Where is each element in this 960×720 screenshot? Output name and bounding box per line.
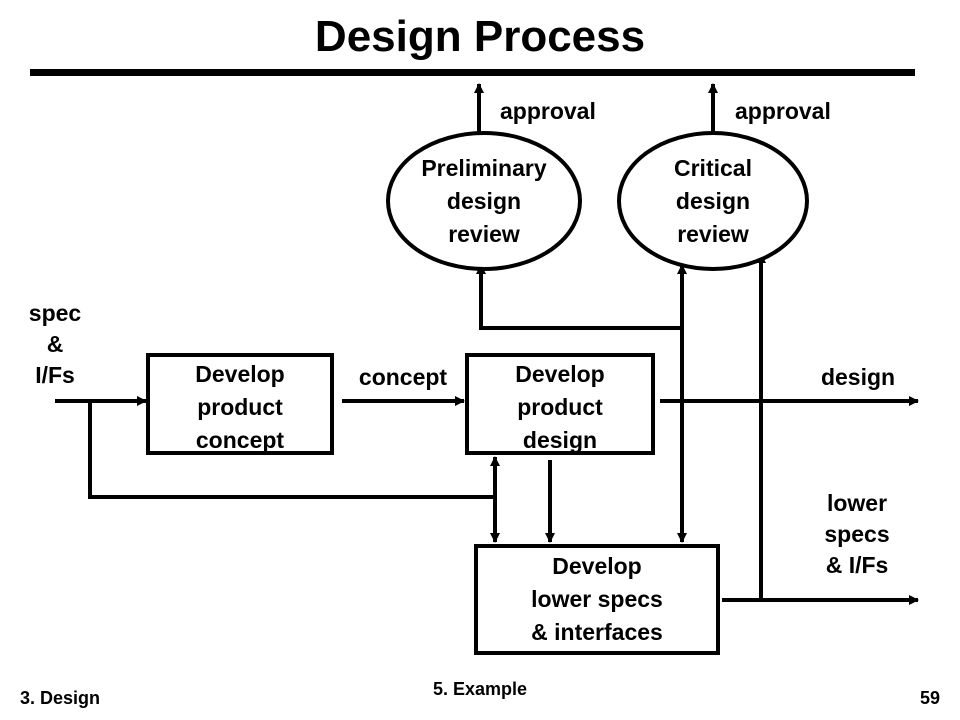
approval-label-2: approval [735, 98, 831, 124]
to-preliminary-review [476, 264, 682, 330]
design-label: design [820, 364, 896, 390]
title-rule [30, 69, 915, 76]
develop-concept-box: Develop product concept [146, 353, 334, 455]
spec-input-label: spec & I/Fs [28, 300, 82, 388]
page-number: 59 [919, 688, 940, 708]
concept-label: concept [358, 364, 448, 390]
critical-review-ellipse [617, 131, 809, 271]
footer-subsection: 5. Example [432, 679, 528, 699]
footer-section: 3. Design [20, 688, 101, 708]
critical-review-label: Critical design review [674, 154, 752, 247]
preliminary-review-ellipse [386, 131, 582, 271]
lower-specs-label: lower specs & I/Fs [824, 490, 890, 578]
develop-lower-box: Develop lower specs & interfaces [474, 544, 720, 655]
feedback-line [88, 401, 495, 499]
page-title: Design Process [314, 12, 646, 61]
develop-design-box: Develop product design [465, 353, 655, 455]
approval-label-1: approval [500, 98, 596, 124]
preliminary-review-label: Preliminary design review [421, 154, 547, 247]
